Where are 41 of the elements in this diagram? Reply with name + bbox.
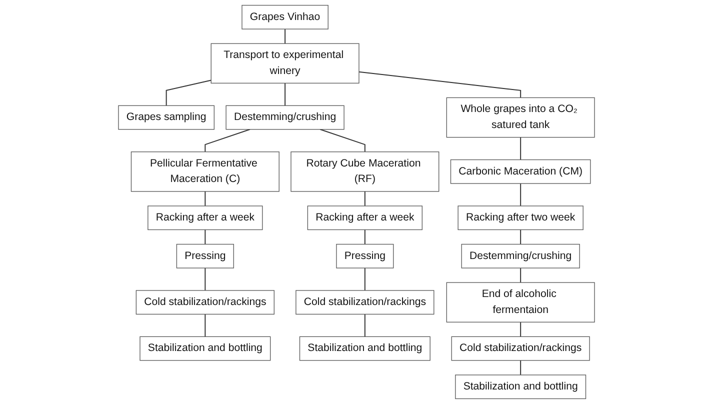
node-box: Pellicular Fermentative Maceration (C)	[130, 152, 280, 192]
node-box: Pressing	[176, 244, 234, 268]
connector	[204, 190, 206, 206]
connector	[320, 128, 366, 152]
node-box: Cold stabilization/rackings	[296, 290, 434, 315]
node-box: Stabilization and bottling	[299, 336, 430, 361]
node-box: Racking after two week	[458, 206, 584, 230]
node-box: Pressing	[336, 244, 394, 268]
connector	[364, 229, 366, 245]
node-box: Rotary Cube Maceration (RF)	[290, 152, 440, 192]
connector	[358, 71, 522, 98]
node-box: Destemming/crushing	[226, 105, 344, 130]
node-box: Destemming/crushing	[461, 244, 580, 268]
connector	[364, 190, 366, 206]
connector	[520, 268, 522, 284]
connector	[364, 314, 366, 338]
node-box: Grapes Vinhao	[242, 4, 328, 30]
node-box: Cold stabilization/rackings	[136, 290, 274, 315]
connector	[204, 128, 250, 152]
connector	[520, 136, 522, 160]
node-box: Stabilization and bottling	[140, 336, 271, 361]
node-box: End of alcoholic fermentaion	[446, 282, 595, 322]
connector	[204, 314, 206, 338]
connector	[284, 28, 286, 44]
connector	[520, 322, 522, 338]
node-box: Transport to experimental winery	[210, 43, 360, 84]
connector	[284, 82, 286, 106]
node-box: Grapes sampling	[118, 105, 214, 130]
connector	[364, 268, 366, 291]
connector	[166, 80, 212, 106]
connector	[204, 268, 206, 291]
connector	[520, 229, 522, 245]
connector	[520, 360, 522, 376]
connector	[520, 183, 522, 206]
node-box: Carbonic Maceration (CM)	[450, 159, 591, 184]
node-box: Racking after a week	[148, 206, 263, 230]
connector	[204, 229, 206, 245]
node-box: Whole grapes into a CO₂ satured tank	[446, 97, 595, 138]
node-box: Cold stabilization/rackings	[451, 336, 590, 361]
node-box: Racking after a week	[307, 206, 422, 230]
node-box: Stabilization and bottling	[455, 374, 586, 400]
